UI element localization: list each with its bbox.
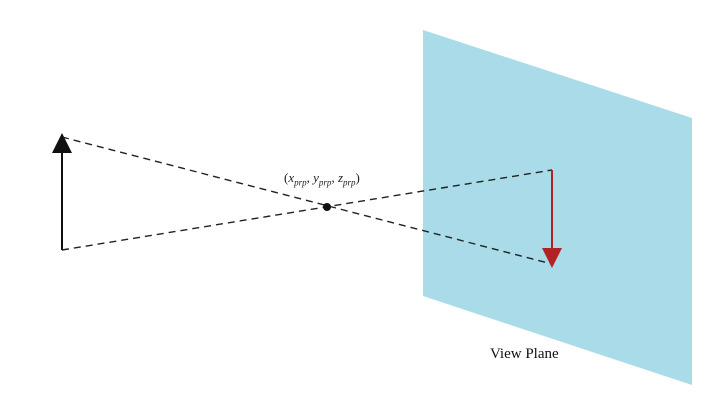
view-plane <box>423 30 692 385</box>
view-plane-label: View Plane <box>490 346 559 362</box>
prp-coordinate-label: (xprp, yprp, zprp) <box>284 170 360 188</box>
projection-line-bottom <box>61 169 553 251</box>
projection-line-top <box>61 136 553 265</box>
projection-reference-point <box>323 203 331 211</box>
